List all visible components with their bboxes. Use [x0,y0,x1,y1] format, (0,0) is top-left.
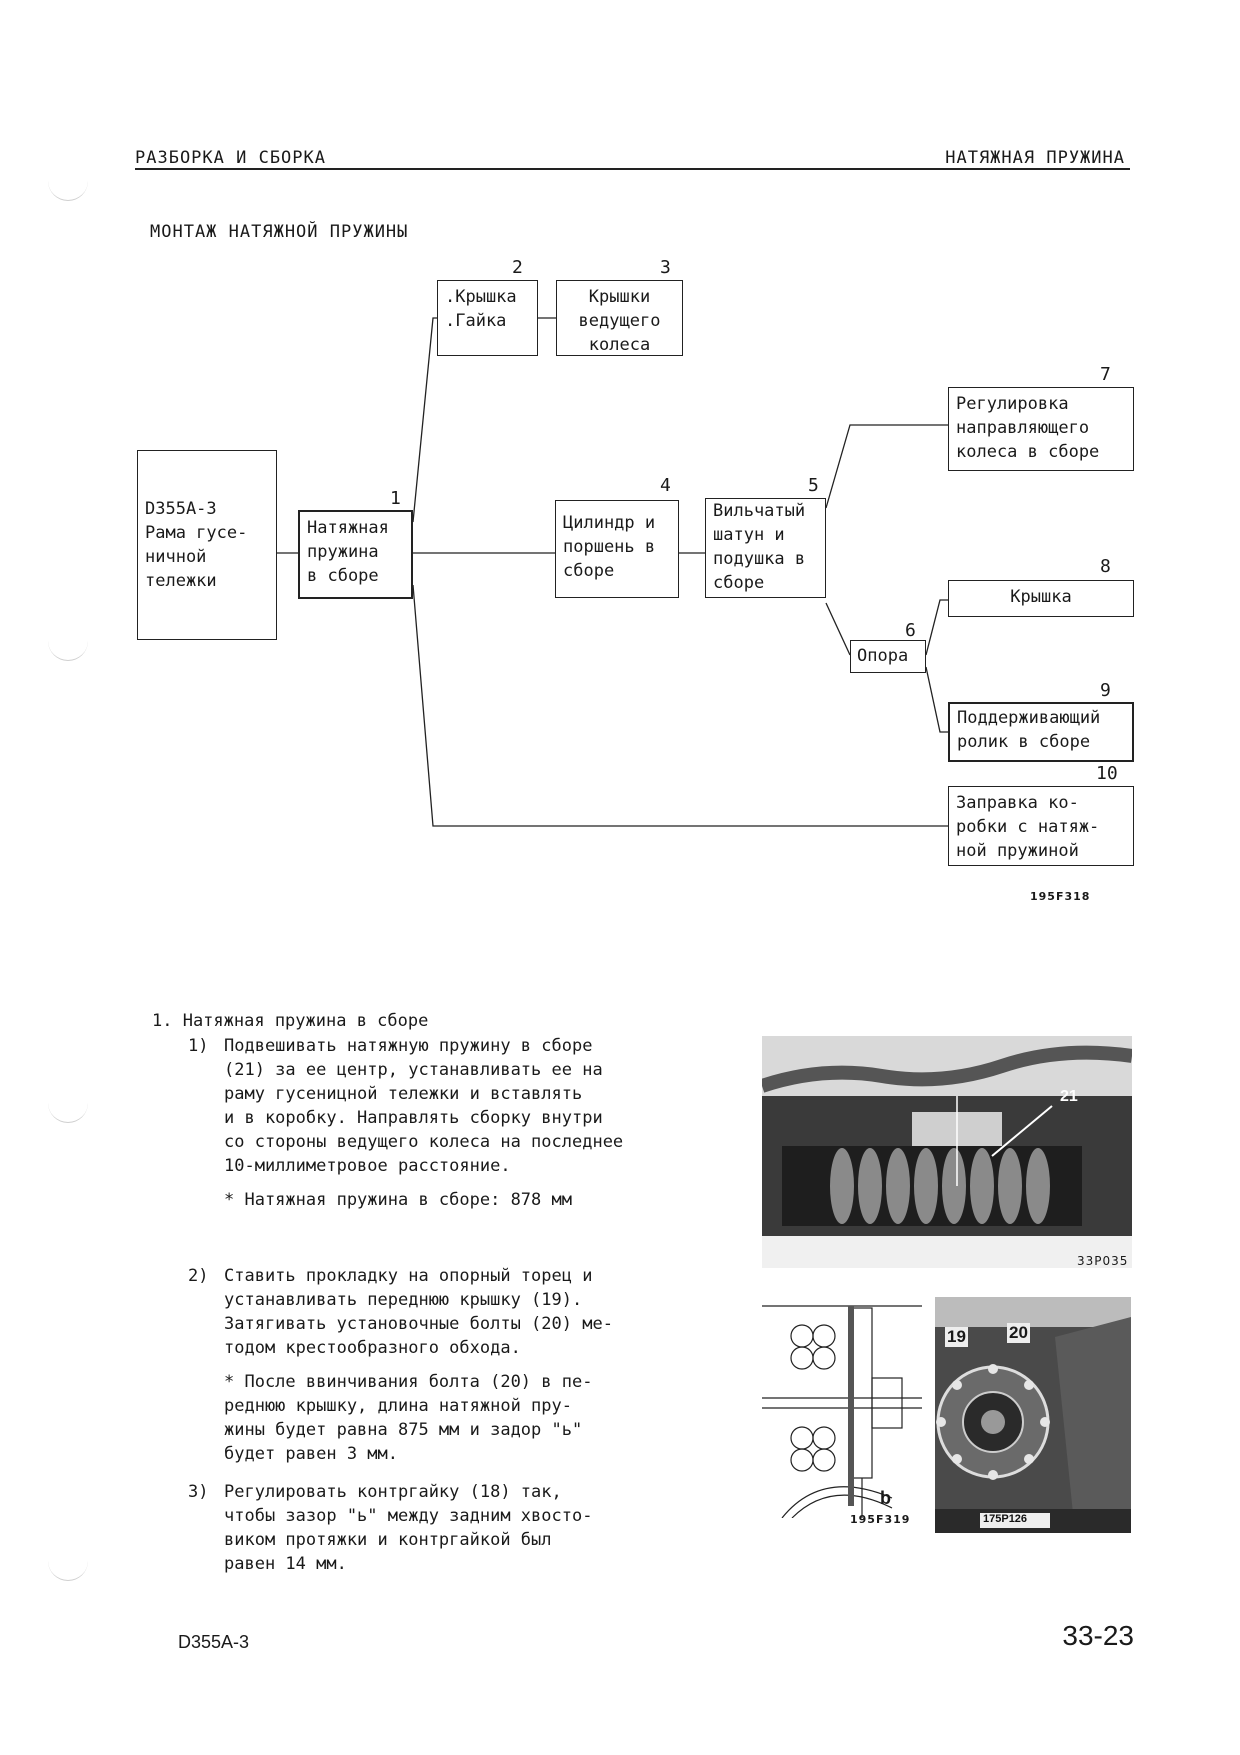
node-tension-spring-assembly: Натяжная пружина в сборе [298,510,413,599]
section-title: МОНТАЖ НАТЯЖНОЙ ПРУЖИНЫ [150,222,409,242]
sketch-callout: b [880,1488,891,1508]
node-number: 9 [1100,680,1111,701]
node-number: 7 [1100,364,1111,385]
node-number: 3 [660,257,671,278]
scan-mark [48,176,88,201]
node-number: 4 [660,475,671,496]
node-carrier-roller: Поддерживающий ролик в сборе [948,702,1134,762]
node-box-refill: Заправка ко- робки с натяж- ной пружиной [948,786,1134,866]
sketch-drawing [762,1305,922,1519]
photo-callout: 20 [1007,1323,1030,1343]
header-left: РАЗБОРКА И СБОРКА [135,148,326,168]
node-number: 2 [512,257,523,278]
diagram-connectors [277,317,948,827]
header-rule [135,168,1130,170]
spring-photo-drawing [762,1036,1132,1268]
photo-code: 33P035 [1077,1254,1129,1268]
cover-photo-drawing [935,1297,1131,1533]
steps-heading: 1. Натяжная пружина в сборе [152,1011,429,1031]
photo-callout: 21 [1060,1088,1078,1105]
node-number: 5 [808,475,819,496]
node-support: Опора [850,640,926,673]
step-3-text: Регулировать контргайку (18) так, чтобы … [224,1482,593,1574]
root-box: D355A-3 Рама гусе- ничной тележки [137,450,277,640]
node-number: 1 [390,488,401,509]
node-idler-adjustment: Регулировка направляющего колеса в сборе [948,387,1134,471]
step-2-text: Ставить прокладку на опорный торец и уст… [224,1266,613,1358]
node-number: 6 [905,620,916,641]
diagram-code: 195F318 [1030,890,1091,903]
node-cover-nut: .Крышка .Гайка [437,280,538,356]
photo-callout: 19 [945,1327,968,1347]
header-right: НАТЯЖНАЯ ПРУЖИНА [945,148,1125,168]
spring-installation-photo: 21 [762,1036,1132,1268]
node-number: 10 [1096,763,1118,784]
node-fork-rod-cushion: Вильчатый шатун и подушка в сборе [705,498,826,598]
node-cover: Крышка [948,580,1134,617]
node-drive-wheel-covers: Крышки ведущего колеса [556,280,683,356]
cross-section-sketch: b [762,1298,922,1519]
scan-mark [48,1556,88,1581]
scan-mark [48,1098,88,1123]
page-number: 33-23 [1062,1620,1134,1651]
step-number: 3) [188,1482,209,1502]
node-number: 8 [1100,556,1111,577]
step-number: 2) [188,1266,209,1286]
step-number: 1) [188,1036,209,1056]
node-cylinder-piston: Цилиндр и поршень в сборе [555,500,679,598]
sketch-code: 195F319 [850,1513,911,1526]
scan-mark [48,636,88,661]
front-cover-photo: 19 20 175P126 [935,1297,1131,1533]
photo-code: 175P126 [983,1513,1028,1525]
step-1-text: Подвешивать натяжную пружину в сборе (21… [224,1036,624,1176]
step-2-note: * После ввинчивания болта (20) в пе- ред… [224,1372,593,1464]
footer-model: D355A-3 [178,1632,250,1652]
step-1-note: * Натяжная пружина в сборе: 878 мм [224,1190,572,1210]
